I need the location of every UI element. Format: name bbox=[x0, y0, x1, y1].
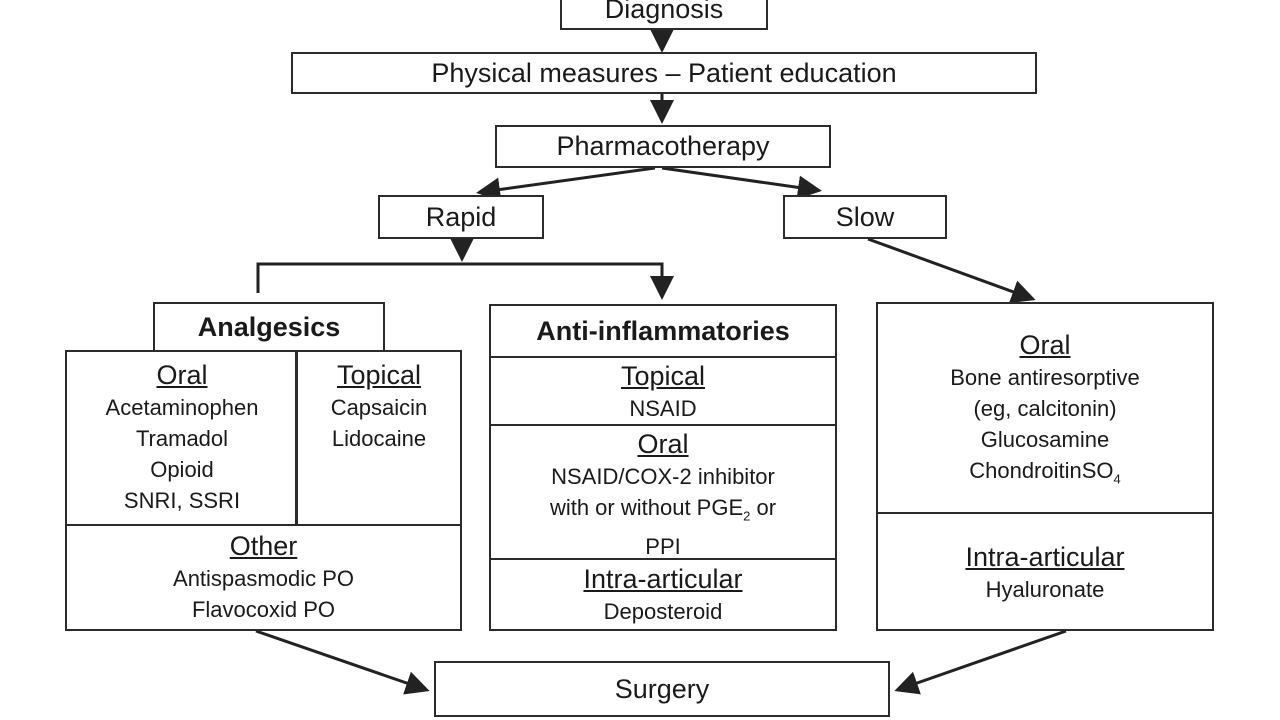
slow-intra-section: Intra-articular Hyaluronate bbox=[878, 540, 1212, 605]
analgesics-vertical-divider bbox=[295, 352, 298, 526]
antiinflammatories-box: Anti-inflammatories Topical NSAID Oral N… bbox=[489, 304, 837, 631]
antiinflammatories-oral-heading: Oral bbox=[637, 429, 689, 459]
antiinflammatories-divider-2 bbox=[491, 424, 835, 426]
analgesics-other-item: Flavocoxid PO bbox=[191, 597, 336, 622]
analgesics-title: Analgesics bbox=[197, 311, 341, 342]
diagnosis-label: Diagnosis bbox=[604, 0, 724, 24]
arrow-pharm-to-rapid bbox=[476, 166, 656, 202]
physical-measures-label: Physical measures – Patient education bbox=[431, 57, 897, 88]
slow-intra-item: Hyaluronate bbox=[985, 577, 1105, 602]
antiinflammatories-topical-heading: Topical bbox=[620, 361, 706, 391]
analgesics-oral-heading: Oral bbox=[156, 360, 208, 390]
antiinflammatories-oral-line3: PPI bbox=[645, 534, 681, 560]
analgesics-oral-section: Oral Acetaminophen Tramadol Opioid SNRI,… bbox=[67, 358, 297, 516]
antiinflammatories-divider-3 bbox=[491, 558, 835, 560]
analgesics-oral-item: SNRI, SSRI bbox=[123, 488, 241, 513]
analgesics-box: Oral Acetaminophen Tramadol Opioid SNRI,… bbox=[65, 350, 462, 631]
analgesics-topical-section: Topical Capsaicin Lidocaine bbox=[298, 358, 460, 454]
slow-label: Slow bbox=[835, 201, 895, 232]
arrow-analgesics-to-surgery bbox=[255, 629, 430, 695]
analgesics-oral-item: Acetaminophen bbox=[105, 395, 259, 420]
slow-oral-item: Glucosamine bbox=[980, 427, 1110, 452]
arrow-rapid-branch bbox=[256, 262, 674, 300]
analgesics-topical-item: Lidocaine bbox=[331, 426, 427, 451]
antiinflammatories-topical-item: NSAID bbox=[629, 396, 697, 421]
slow-oral-item-chondroitin: ChondroitinSO4 bbox=[969, 458, 1121, 487]
surgery-box: Surgery bbox=[434, 661, 890, 717]
antiinflammatories-oral-section: Oral NSAID/COX-2 inhibitor with or witho… bbox=[491, 427, 835, 562]
rapid-label: Rapid bbox=[425, 201, 497, 232]
physical-measures-box: Physical measures – Patient education bbox=[291, 52, 1037, 94]
analgesics-oral-item: Tramadol bbox=[135, 426, 229, 451]
analgesics-topical-heading: Topical bbox=[336, 360, 422, 390]
analgesics-header: Analgesics bbox=[153, 302, 385, 352]
antiinflammatories-oral-line1: NSAID/COX-2 inhibitor bbox=[551, 464, 775, 489]
antiinflammatories-intra-section: Intra-articular Deposteroid bbox=[491, 562, 835, 627]
rapid-box: Rapid bbox=[378, 195, 544, 239]
slow-intra-heading: Intra-articular bbox=[965, 542, 1125, 572]
arrow-slow-to-surgery bbox=[894, 629, 1067, 695]
antiinflammatories-intra-item: Deposteroid bbox=[603, 599, 723, 624]
antiinflammatories-title: Anti-inflammatories bbox=[536, 316, 790, 346]
antiinflammatories-divider-1 bbox=[491, 356, 835, 358]
antiinflammatories-topical-section: Topical NSAID bbox=[491, 359, 835, 424]
surgery-label: Surgery bbox=[614, 673, 710, 704]
analgesics-topical-item: Capsaicin bbox=[330, 395, 428, 420]
arrow-pharm-to-slow bbox=[661, 166, 822, 200]
analgesics-other-item: Antispasmodic PO bbox=[173, 566, 354, 591]
slow-oral-item: (eg, calcitonin) bbox=[973, 396, 1117, 421]
slow-oral-heading: Oral bbox=[1019, 330, 1071, 360]
antiinflammatories-oral-line2: with or without PGE2 or bbox=[549, 495, 777, 524]
slow-oral-section: Oral Bone antiresorptive (eg, calcitonin… bbox=[878, 328, 1212, 494]
slow-oral-item: Bone antiresorptive bbox=[950, 365, 1140, 390]
slow-divider bbox=[878, 512, 1212, 514]
analgesics-other-heading: Other bbox=[229, 531, 298, 561]
analgesics-horizontal-divider bbox=[67, 524, 460, 526]
diagnosis-box: Diagnosis bbox=[560, 0, 768, 30]
analgesics-oral-item: Opioid bbox=[150, 457, 214, 482]
slow-treatments-box: Oral Bone antiresorptive (eg, calcitonin… bbox=[876, 302, 1214, 631]
analgesics-other-section: Other Antispasmodic PO Flavocoxid PO bbox=[67, 529, 460, 625]
antiinflammatories-intra-heading: Intra-articular bbox=[583, 564, 743, 594]
pharmacotherapy-label: Pharmacotherapy bbox=[556, 131, 770, 161]
pharmacotherapy-box: Pharmacotherapy bbox=[495, 125, 831, 168]
arrow-slow-to-box bbox=[867, 237, 1036, 304]
slow-box: Slow bbox=[783, 195, 947, 239]
